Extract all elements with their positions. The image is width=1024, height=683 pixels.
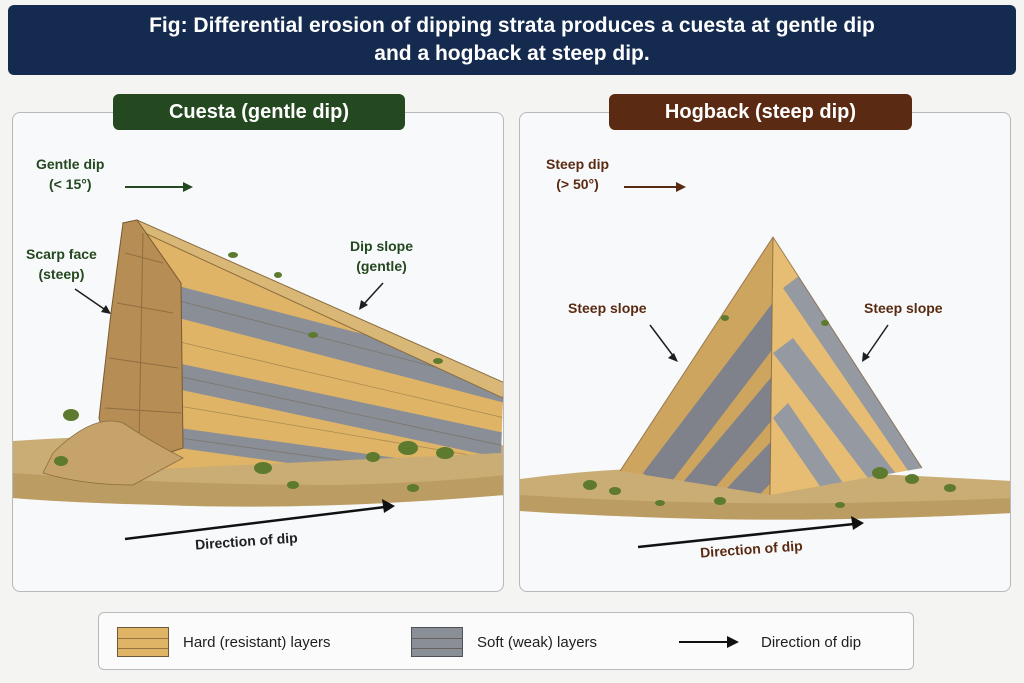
hogback-panel [519, 112, 1011, 592]
dip-slope-label-line2: (gentle) [356, 258, 407, 274]
hogback-header: Hogback (steep dip) [609, 94, 912, 130]
dip-slope-label-line1: Dip slope [350, 238, 414, 254]
hogback-dip-label-line2: (> 50°) [556, 176, 599, 192]
legend-item-soft: Soft (weak) layers [411, 613, 597, 671]
dip-slope-label: Dip slope (gentle) [350, 236, 413, 276]
hogback-soft-layer-left-2 [678, 298, 773, 495]
scarp-face-label-line1: Scarp face [26, 246, 97, 262]
cuesta-dip-label-line1: Gentle dip [36, 156, 105, 172]
arrow-right-icon [679, 636, 739, 648]
figure-title: Fig: Differential erosion of dipping str… [8, 5, 1016, 75]
cuesta-header: Cuesta (gentle dip) [113, 94, 405, 130]
legend-arrow-label: Direction of dip [761, 633, 862, 651]
hogback-dip-indicator-arrow [624, 182, 686, 192]
hogback-vegetation [583, 315, 956, 508]
scarp-face-label: Scarp face (steep) [26, 244, 97, 284]
hogback-soft-layer-right-3 [773, 403, 850, 495]
dipslope-pointer-arrow [362, 282, 384, 306]
cuesta-vegetation [54, 252, 454, 492]
steep-slope-right-label: Steep slope [864, 300, 943, 316]
hogback-dip-label-line1: Steep dip [546, 156, 610, 172]
figure-title-line1: Fig: Differential erosion of dipping str… [149, 14, 875, 37]
legend-hard-label: Hard (resistant) layers [183, 633, 331, 651]
legend-item-arrow: Direction of dip [679, 613, 861, 671]
cuesta-dip-indicator-arrow [125, 182, 193, 192]
scarp-face-label-line2: (steep) [38, 266, 85, 282]
hogback-dip-label: Steep dip (> 50°) [546, 154, 609, 194]
scarp-pointer-arrow [74, 288, 108, 312]
steep-slope-left-label: Steep slope [568, 300, 647, 316]
figure-title-line2: and a hogback at steep dip. [374, 42, 650, 65]
cuesta-dip-label-line2: (< 15°) [48, 176, 92, 192]
steep-slope-right-pointer-arrow [865, 324, 889, 358]
hogback-soft-layer-right-2 [773, 338, 903, 495]
hard-layer-swatch [117, 627, 169, 657]
hogback-direction-arrow [637, 516, 864, 549]
legend-soft-label: Soft (weak) layers [477, 633, 598, 651]
cuesta-talus [42, 420, 184, 486]
legend-item-hard: Hard (resistant) layers [117, 613, 331, 671]
hogback-ground-shadow [520, 495, 1010, 520]
cuesta-illustration [13, 182, 503, 541]
cuesta-direction-arrow [124, 499, 395, 541]
soft-layer-swatch [411, 627, 463, 657]
cuesta-panel [12, 112, 504, 592]
steep-slope-left-pointer-arrow [649, 324, 675, 358]
legend: Hard (resistant) layers Soft (weak) laye… [98, 612, 914, 670]
hogback-illustration [520, 182, 1010, 549]
hogback-soft-layer-left-3 [713, 333, 773, 495]
hogback-soft-layer-left-1 [643, 263, 773, 493]
cuesta-dip-label: Gentle dip (< 15°) [36, 154, 104, 194]
